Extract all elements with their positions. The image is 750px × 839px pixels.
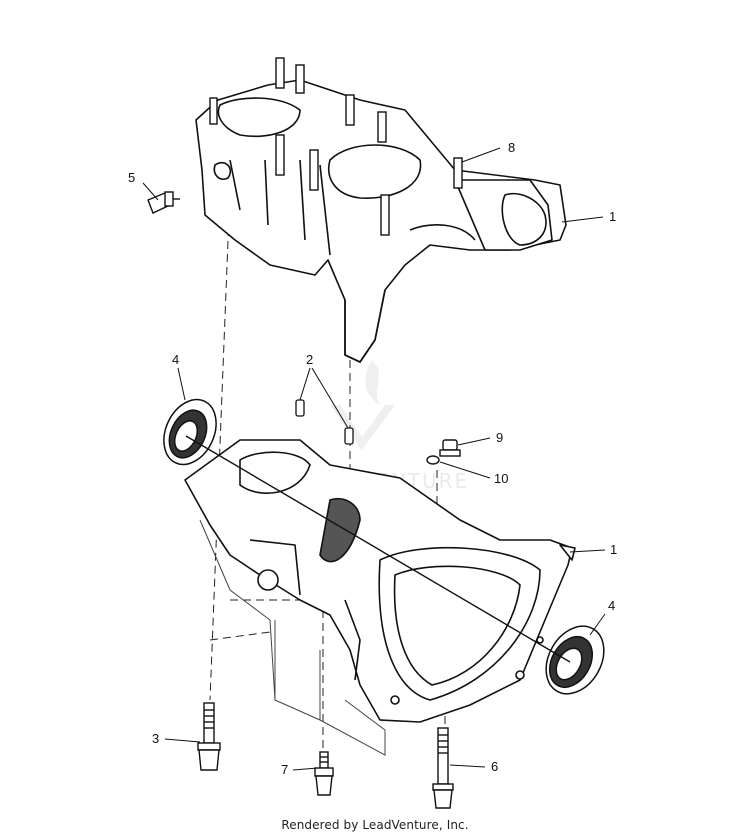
part-9-bolt [439, 439, 461, 457]
callout-7: 7 [281, 762, 288, 777]
callout-2: 2 [306, 352, 313, 367]
upper-studs [209, 57, 463, 236]
callout-4-left: 4 [172, 352, 179, 367]
leader-lines [142, 147, 606, 771]
left-oil-seal [163, 398, 217, 466]
callout-1-lower: 1 [610, 542, 617, 557]
part-2-dowels [295, 399, 354, 445]
part-10-washer [426, 455, 440, 465]
crankcase-exploded-diagram: LEADVENTURE [128, 57, 617, 809]
callout-5: 5 [128, 170, 135, 185]
callout-10: 10 [494, 471, 508, 486]
part-3-bolt [197, 702, 221, 771]
crankshaft-axis [185, 435, 571, 663]
callout-4-right: 4 [608, 598, 615, 613]
callout-9: 9 [496, 430, 503, 445]
part-7-bolt [314, 751, 334, 796]
callout-1-upper: 1 [609, 209, 616, 224]
callout-8: 8 [508, 140, 515, 155]
right-oil-seal [545, 625, 605, 695]
housing-outline [199, 519, 386, 756]
part-5-fitting [147, 191, 180, 214]
callout-labels: 5 8 1 2 4 9 10 1 4 3 7 6 [128, 140, 617, 777]
callout-3: 3 [152, 731, 159, 746]
lower-crankcase [184, 439, 576, 723]
part-6-bolt [432, 727, 454, 809]
footer-credit: Rendered by LeadVenture, Inc. [281, 818, 469, 832]
callout-6: 6 [491, 759, 498, 774]
